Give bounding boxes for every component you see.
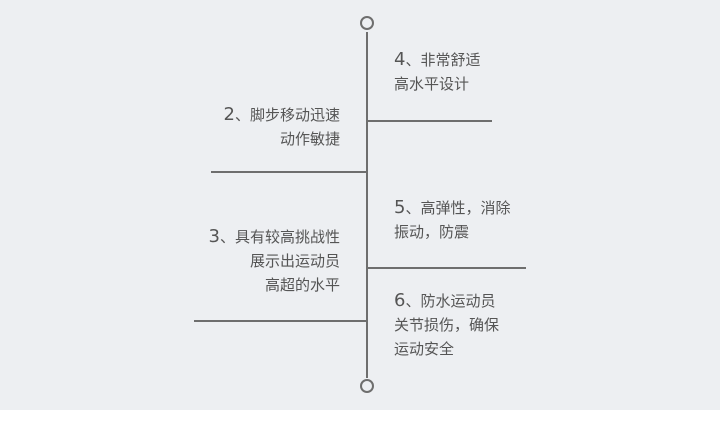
feature-item-2-line-1: 2、脚步移动迅速 bbox=[223, 104, 340, 125]
item-number: 4 bbox=[394, 49, 406, 70]
feature-item-4-line-2: 高水平设计 bbox=[394, 75, 470, 93]
feature-item-5-line-2: 振动，防震 bbox=[394, 223, 470, 241]
connector-line-item-2 bbox=[211, 171, 367, 173]
feature-item-3: 3、具有较高挑战性 展示出运动员 高超的水平 bbox=[180, 225, 340, 297]
diagram-background bbox=[0, 0, 720, 410]
feature-item-2: 2、脚步移动迅速 动作敏捷 bbox=[200, 103, 340, 151]
feature-item-5-line-1: 5、高弹性，消除 bbox=[394, 197, 511, 218]
connector-line-item-3 bbox=[194, 320, 367, 322]
feature-item-6: 6、防水运动员 关节损伤，确保 运动安全 bbox=[394, 289, 499, 361]
feature-item-3-line-3: 高超的水平 bbox=[264, 276, 340, 294]
feature-timeline: 4、非常舒适 高水平设计 2、脚步移动迅速 动作敏捷 5、高弹性，消除 振动，防… bbox=[180, 16, 526, 393]
feature-item-4: 4、非常舒适 高水平设计 bbox=[394, 48, 480, 96]
feature-item-4-line-1: 4、非常舒适 bbox=[394, 49, 481, 70]
timeline-vertical-line bbox=[366, 32, 368, 378]
feature-item-2-line-2: 动作敏捷 bbox=[279, 130, 340, 148]
item-number: 3 bbox=[208, 226, 220, 247]
feature-item-6-line-1: 6、防水运动员 bbox=[394, 290, 496, 311]
feature-item-3-line-2: 展示出运动员 bbox=[249, 252, 340, 270]
item-number: 6 bbox=[394, 290, 406, 311]
feature-item-6-line-2: 关节损伤，确保 bbox=[394, 316, 500, 334]
feature-item-6-line-3: 运动安全 bbox=[394, 340, 455, 358]
connector-line-item-4 bbox=[367, 120, 492, 122]
timeline-bottom-node-icon bbox=[360, 379, 374, 393]
item-number: 2 bbox=[223, 104, 235, 125]
item-number: 5 bbox=[394, 197, 406, 218]
feature-item-3-line-1: 3、具有较高挑战性 bbox=[208, 226, 340, 247]
feature-item-5: 5、高弹性，消除 振动，防震 bbox=[394, 196, 510, 244]
connector-line-item-5 bbox=[367, 267, 526, 269]
timeline-top-node-icon bbox=[360, 16, 374, 30]
